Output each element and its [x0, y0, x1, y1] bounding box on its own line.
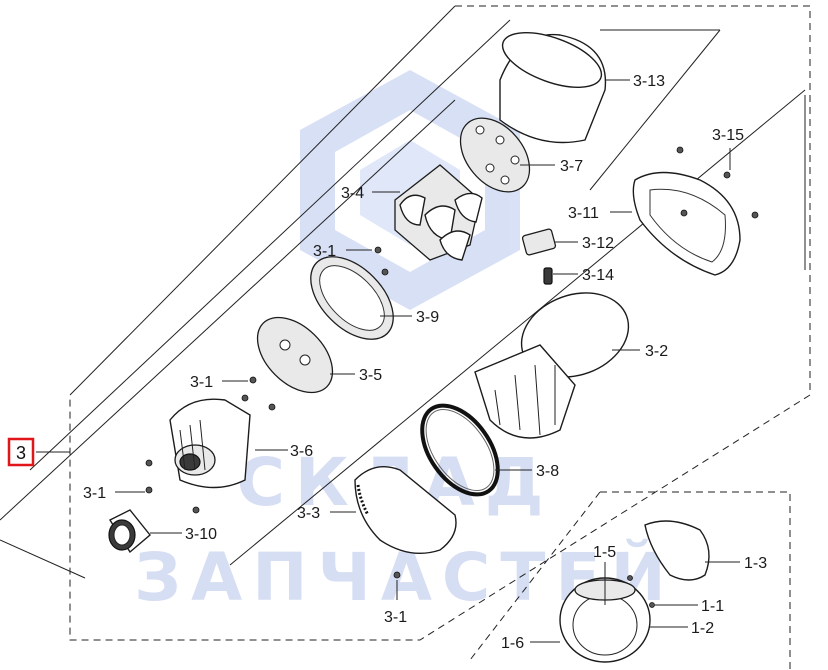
part-3-13-filter-cylinder [499, 32, 607, 144]
label-3-1-d: 3-1 [384, 609, 407, 626]
label-1-2: 1-2 [691, 620, 714, 637]
assembly-outlines [0, 5, 811, 670]
label-1-6: 1-6 [501, 635, 524, 652]
part-3-8-gasket [420, 403, 500, 497]
label-3-9: 3-9 [416, 309, 439, 326]
screws [145, 146, 759, 608]
main-assembly-outline [69, 5, 811, 641]
part-1-3-bracket [644, 520, 710, 581]
part-3-6-housing [169, 398, 251, 489]
part-3-7-disc [459, 117, 531, 193]
label-3-12: 3-12 [582, 235, 614, 252]
label-1-1: 1-1 [701, 598, 724, 615]
part-3-14-spring [543, 267, 553, 285]
label-3-7: 3-7 [560, 158, 583, 175]
part-3-4-cyclone-cones [394, 164, 483, 261]
part-1-2-base [559, 577, 651, 663]
label-3-6: 3-6 [290, 443, 313, 460]
label-3-11: 3-11 [568, 205, 599, 222]
part-3-3-cover [354, 466, 457, 555]
label-3-1-a: 3-1 [313, 243, 336, 260]
assembly-label-3: 3 [7, 437, 35, 467]
label-3-8: 3-8 [536, 463, 559, 480]
part-3-5-plate [256, 316, 334, 394]
label-3-1-b: 3-1 [190, 374, 213, 391]
label-1-5: 1-5 [593, 544, 616, 561]
part-3-9-ring-plate [310, 256, 394, 340]
part-3-10-ring [108, 509, 151, 554]
label-3-10: 3-10 [185, 526, 217, 543]
label-3-1-c: 3-1 [83, 485, 106, 502]
label-3-13: 3-13 [633, 73, 665, 90]
part-3-2-dust-bin [474, 292, 630, 439]
sub-assembly-outline [600, 491, 791, 670]
assembly-label-box [7, 437, 35, 467]
part-labels: 3-13 3-15 3-7 3-4 3-11 3-12 3-1 3-14 3-9… [83, 73, 767, 652]
part-3-12-clip [521, 228, 557, 256]
label-3-14: 3-14 [582, 267, 614, 284]
label-1-3: 1-3 [744, 555, 767, 572]
assembly-label-text: 3 [16, 443, 26, 463]
label-3-2: 3-2 [645, 343, 668, 360]
label-3-15: 3-15 [712, 127, 744, 144]
part-3-11-frame [632, 171, 741, 276]
label-3-4: 3-4 [341, 185, 364, 202]
leader-lines [36, 79, 740, 643]
label-3-5: 3-5 [359, 367, 382, 384]
label-3-3: 3-3 [297, 505, 320, 522]
